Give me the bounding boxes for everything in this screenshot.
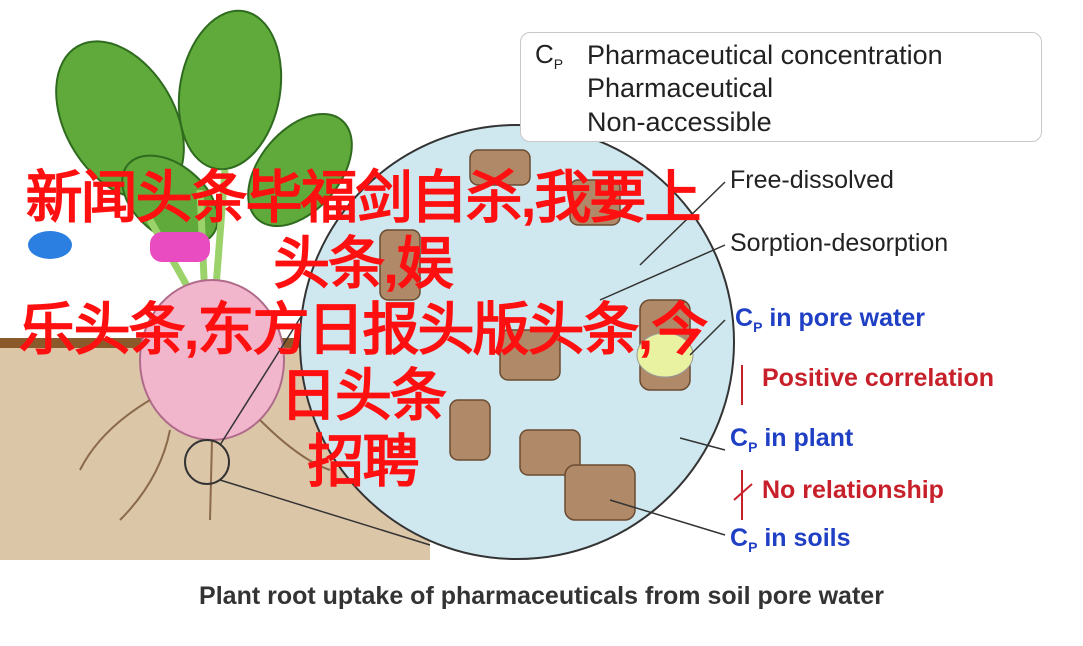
label-cp-plant: CP in plant [730, 424, 854, 455]
root-zoom-marker [184, 439, 230, 485]
cp-letter: C [535, 39, 554, 69]
root-hairs [79, 399, 331, 521]
legend-item-concentration: CP Pharmaceutical concentration [535, 39, 943, 72]
legend-label: Pharmaceutical concentration [587, 40, 943, 71]
non-accessible-zone [636, 332, 694, 378]
correlation-arrows [733, 365, 753, 520]
legend-label: Non-accessible [587, 107, 772, 137]
pill-pink [150, 232, 210, 262]
label-sorption-desorption: Sorption-desorption [730, 229, 949, 257]
figure-caption: Plant root uptake of pharmaceuticals fro… [199, 582, 884, 610]
overlay-line: 招聘 [307, 430, 420, 494]
label-text: in soils [764, 524, 851, 552]
headline-overlay: 新闻头条毕福剑自杀,我要上头条,娱 乐头条,东方日报头版头条,今日头条 招聘 [5, 165, 720, 495]
label-positive-correlation: Positive correlation [762, 364, 995, 392]
pointer-lines [599, 181, 726, 536]
soil-particles [379, 149, 691, 521]
overlay-line: 乐头条,东方日报头版头条,今日头条 [18, 298, 709, 428]
cp-symbol: CP [535, 39, 587, 72]
label-text: in pore water [769, 304, 925, 332]
label-text: in plant [764, 424, 854, 452]
legend-item-non-accessible: Non-accessible [535, 107, 772, 138]
label-cp-soils: CP in soils [730, 524, 851, 555]
plant-leaves [55, 9, 353, 246]
legend-box: CP Pharmaceutical concentration Pharmace… [520, 32, 1042, 142]
label-cp-pore-water: CP in pore water [735, 304, 925, 335]
label-no-relationship: No relationship [762, 476, 944, 504]
zoom-line-bottom [219, 479, 431, 546]
legend-label: Pharmaceutical [587, 73, 774, 103]
label-free-dissolved: Free-dissolved [730, 166, 894, 194]
legend-item-pharmaceutical: Pharmaceutical [535, 73, 773, 104]
overlay-line: 新闻头条毕福剑自杀,我要上头条,娱 [25, 166, 702, 296]
pill-blue [28, 231, 72, 259]
cp-subscript: P [553, 56, 564, 73]
